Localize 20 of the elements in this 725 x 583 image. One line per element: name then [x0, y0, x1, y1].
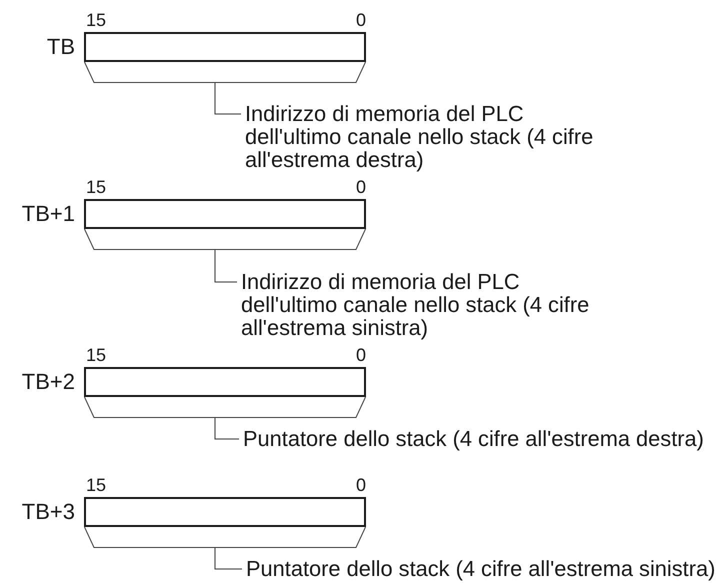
description-text: Puntatore dello stack (4 cifre all'estrema sinistra) — [246, 557, 716, 580]
bit-number: 0 — [356, 11, 366, 30]
leader-line — [214, 416, 240, 440]
register-name: TB+3 — [22, 499, 75, 525]
description-text: Puntatore dello stack (4 cifre all'estrema destra) — [243, 427, 704, 450]
bit-number: 0 — [356, 346, 366, 365]
leader-line — [214, 546, 242, 570]
bit-number: 15 — [86, 476, 106, 495]
leader-line — [214, 82, 242, 114]
bit-number: 15 — [86, 11, 106, 30]
bit-number: 15 — [86, 346, 106, 365]
register-name: TB — [46, 34, 75, 60]
description-text: Indirizzo di memoria del PLC dell'ultimo canale nello stack (4 cifre all'estrema sinistra) — [241, 270, 613, 339]
bit-number: 0 — [356, 178, 366, 197]
description-text: Indirizzo di memoria del PLC dell'ultimo canale nello stack (4 cifre all'estrema destra) — [245, 102, 617, 171]
bit-number: 15 — [86, 178, 106, 197]
leader-line — [214, 248, 238, 282]
register-name: TB+1 — [22, 201, 75, 227]
bit-number: 0 — [356, 476, 366, 495]
register-name: TB+2 — [22, 369, 75, 395]
